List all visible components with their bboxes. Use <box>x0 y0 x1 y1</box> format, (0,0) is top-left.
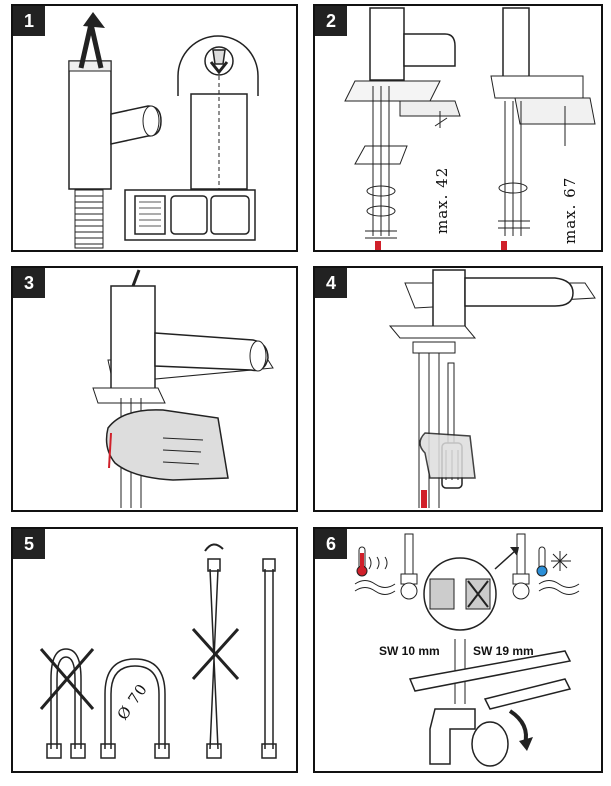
step-1-illustration <box>68 12 259 249</box>
cross-icon <box>39 648 95 710</box>
step-5-panel: 5 Ø 70 <box>11 527 298 773</box>
step-4-illustration <box>388 269 596 508</box>
step-number: 2 <box>315 6 347 36</box>
wrench-icon <box>483 678 572 710</box>
max-67-label: max. 67 <box>561 177 579 244</box>
correct-bend-hose <box>100 658 170 759</box>
cross-icon <box>191 627 240 681</box>
angle-valve <box>429 708 476 765</box>
straight-hose <box>261 558 277 759</box>
thread-detail <box>423 557 497 631</box>
twisted-hose <box>206 558 222 759</box>
faucet-body <box>68 60 112 190</box>
step-3-panel: 3 <box>11 266 298 512</box>
hand-icon <box>105 409 229 481</box>
step-2-panel: 2 max. 42 max. 67 <box>313 4 603 252</box>
step-1-panel: 1 <box>11 4 298 252</box>
sw19-label: SW 19 mm <box>473 644 534 658</box>
sw10-label: SW 10 mm <box>379 644 440 658</box>
step-number: 1 <box>13 6 45 36</box>
flexible-hose <box>74 185 104 249</box>
step-4-panel: 4 <box>313 266 603 512</box>
step-3-illustration <box>92 269 274 508</box>
wrench-icon <box>408 650 572 692</box>
cold-water-icon <box>536 546 580 595</box>
step-6-illustration: SW 10 mm SW 19 mm <box>354 533 580 767</box>
hand-icon <box>419 432 476 479</box>
step-number: 6 <box>315 529 347 559</box>
step-2-illustration: max. 42 max. 67 <box>344 7 596 250</box>
step-number: 4 <box>315 268 347 298</box>
hot-water-icon <box>354 546 396 595</box>
step-5-illustration: Ø 70 <box>39 543 277 759</box>
detail-zoom <box>177 35 259 190</box>
step-number: 3 <box>13 268 45 298</box>
max-42-label: max. 42 <box>433 167 451 234</box>
cross-icon <box>467 580 489 608</box>
sink-icon <box>124 189 256 241</box>
step-number: 5 <box>13 529 45 559</box>
step-6-panel: 6 <box>313 527 603 773</box>
diameter-label: Ø 70 <box>114 680 152 723</box>
